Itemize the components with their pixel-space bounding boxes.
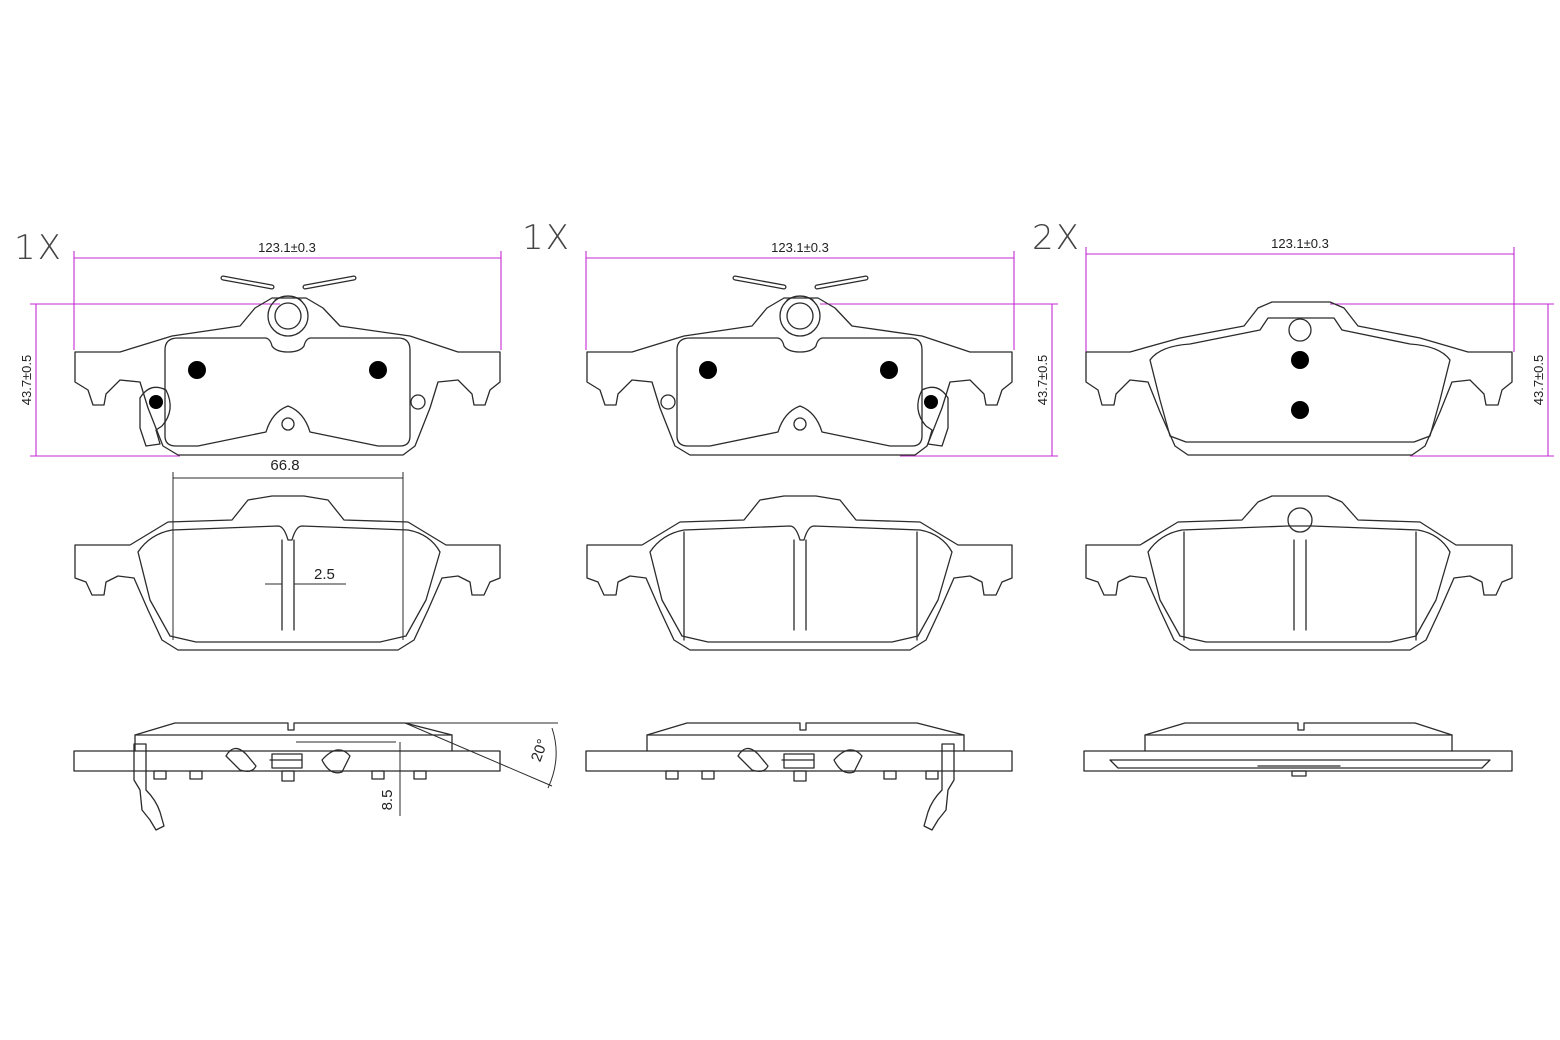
height-dim-2: 43.7±0.5	[1035, 355, 1050, 406]
pad-column-3: 2X 123.1±0.3 43.7±0.5	[1032, 218, 1554, 777]
thickness-dim: 8.5	[379, 790, 396, 811]
sensor-dot	[149, 395, 163, 409]
chamfer-angle-dim: 20°	[528, 737, 552, 764]
pad-column-1: 1X 123.1±0.3 43.7±0.5 66.8	[14, 228, 558, 831]
pad-top-view-2	[586, 278, 1013, 456]
quantity-label-2: 1X	[522, 218, 571, 258]
rivet-dot	[880, 361, 898, 379]
quantity-label-3: 2X	[1032, 218, 1081, 258]
rivet-dot	[369, 361, 387, 379]
width-dim-1: 123.1±0.3	[258, 240, 316, 255]
width-dim-2: 123.1±0.3	[771, 240, 829, 255]
pad-column-2: 1X 123.1±0.3 43.7±0.5	[522, 218, 1058, 831]
pad-top-view-1	[74, 278, 501, 456]
height-dim-1: 43.7±0.5	[19, 355, 34, 406]
height-dim-3: 43.7±0.5	[1531, 355, 1546, 406]
width-dim-3: 123.1±0.3	[1271, 236, 1329, 251]
rivet-dot	[1291, 401, 1309, 419]
rivet-dot	[699, 361, 717, 379]
pad-side-view-2	[585, 722, 1013, 831]
pad-side-view-3	[1083, 722, 1513, 777]
rivet-dot	[188, 361, 206, 379]
pad-front-view-1	[74, 495, 501, 651]
slot-width-dim: 2.5	[314, 566, 335, 583]
sensor-dot	[924, 395, 938, 409]
pad-front-view-2	[586, 495, 1013, 651]
pad-front-view-3	[1085, 495, 1513, 651]
friction-width-dim: 66.8	[270, 457, 299, 474]
pad-side-view-1	[73, 722, 501, 831]
pad-top-view-3	[1085, 301, 1513, 456]
rivet-dot	[1291, 351, 1309, 369]
quantity-label-1: 1X	[14, 228, 63, 268]
